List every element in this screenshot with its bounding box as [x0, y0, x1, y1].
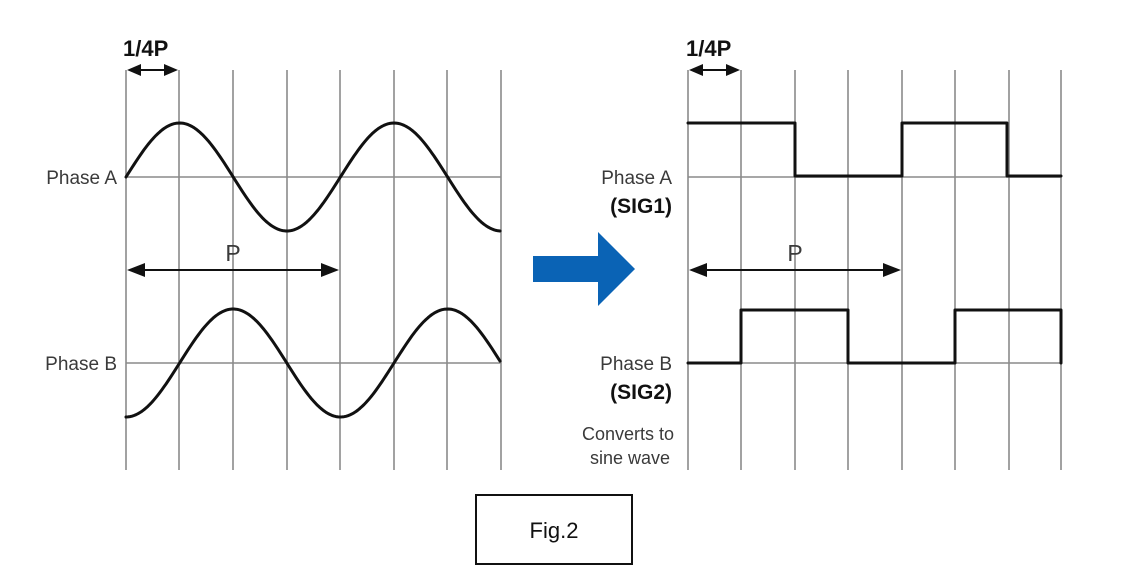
right-phase-a-label: Phase A: [601, 168, 672, 189]
phase-a-sine-wave: [124, 121, 502, 233]
left-phase-b-label: Phase B: [45, 354, 117, 375]
left-period-arrow: [127, 263, 339, 277]
figure-caption: Fig.2: [475, 494, 633, 565]
left-quarter-period-arrow: [127, 64, 178, 76]
right-quarter-period-arrow: [689, 64, 740, 76]
converts-note-line1: Converts to: [582, 424, 674, 444]
right-quarter-period-label: 1/4P: [686, 36, 731, 61]
right-phase-b-label: Phase B: [600, 354, 672, 375]
left-panel: 1/4P P Phase A Phase B: [45, 36, 502, 470]
right-period-arrow: [689, 263, 901, 277]
conversion-arrow-icon: [533, 232, 635, 306]
caption-box: [475, 494, 633, 565]
sig2-square-wave: [686, 308, 1063, 365]
left-phase-a-label: Phase A: [46, 168, 117, 189]
sig1-square-wave: [686, 121, 1063, 178]
left-period-label: P: [225, 240, 240, 266]
left-grid: [125, 70, 502, 470]
converts-note-line2: sine wave: [590, 448, 670, 468]
caption-text: Fig.2: [530, 518, 579, 543]
left-quarter-period-label: 1/4P: [123, 36, 168, 61]
right-period-label: P: [787, 240, 802, 266]
right-panel: 1/4P P Phase A (SIG1) Phase B (SIG2) Con…: [582, 36, 1063, 470]
phase-b-sine-wave: [124, 307, 502, 419]
sig2-label: (SIG2): [610, 381, 672, 404]
sig1-label: (SIG1): [610, 195, 672, 218]
